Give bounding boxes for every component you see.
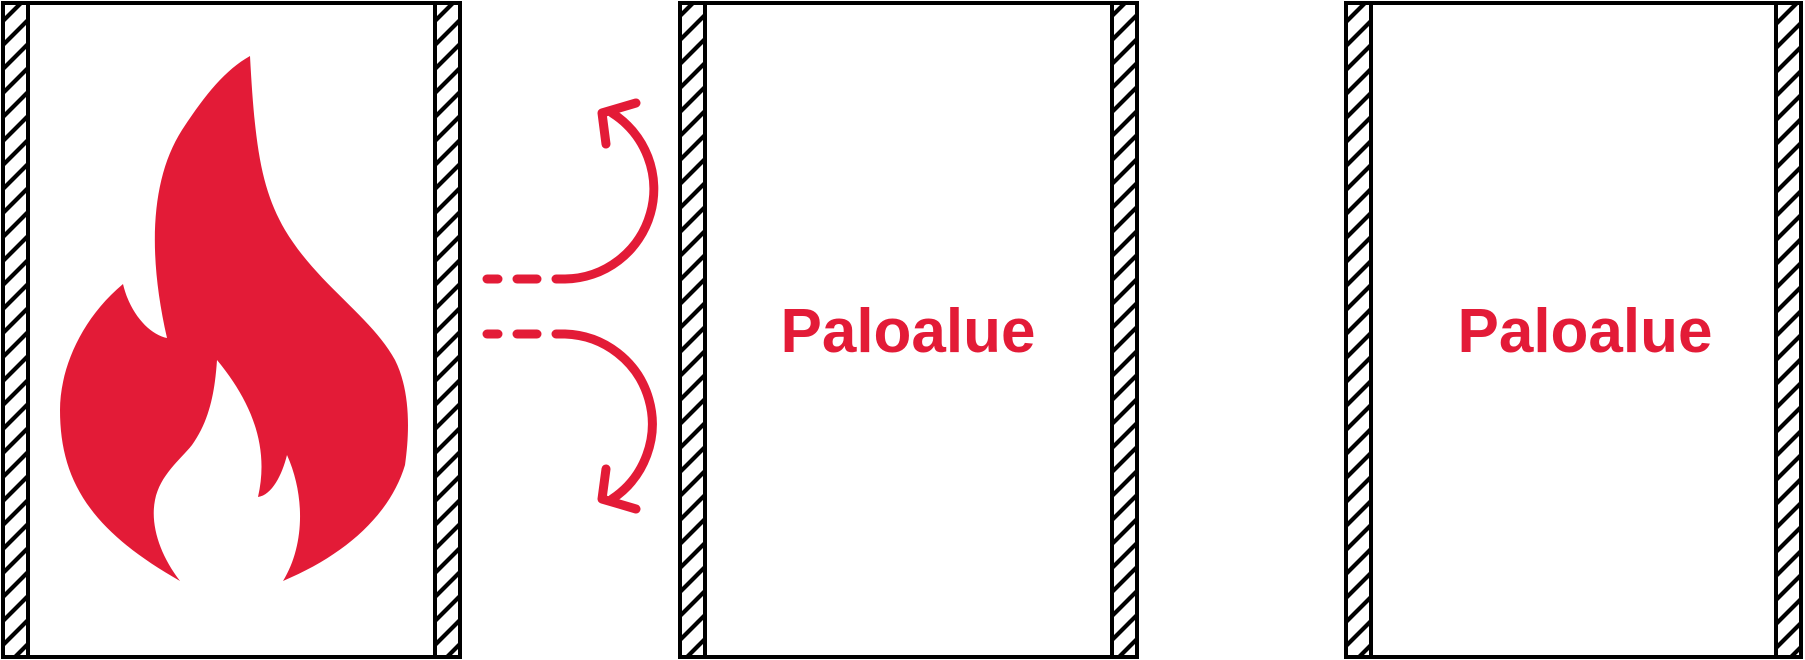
wall-left: [678, 1, 707, 659]
heat-transfer-arrows-icon: [482, 98, 659, 514]
compartment-label: Paloalue: [781, 297, 1036, 366]
fire-icon: [60, 56, 408, 581]
wall-right: [1110, 1, 1139, 659]
fire-compartment-2: Paloalue: [678, 1, 1139, 659]
wall-left: [1, 1, 30, 659]
wall-right: [433, 1, 462, 659]
heat-arrow-up: [482, 98, 659, 284]
compartment-label: Paloalue: [1458, 297, 1713, 366]
wall-left: [1344, 1, 1373, 659]
compartment-3-frame: [1344, 1, 1803, 659]
heat-arrow-down: [482, 329, 657, 514]
wall-right: [1774, 1, 1803, 659]
fire-compartment-3: Paloalue: [1344, 1, 1803, 659]
fire-compartment: [1, 1, 462, 659]
